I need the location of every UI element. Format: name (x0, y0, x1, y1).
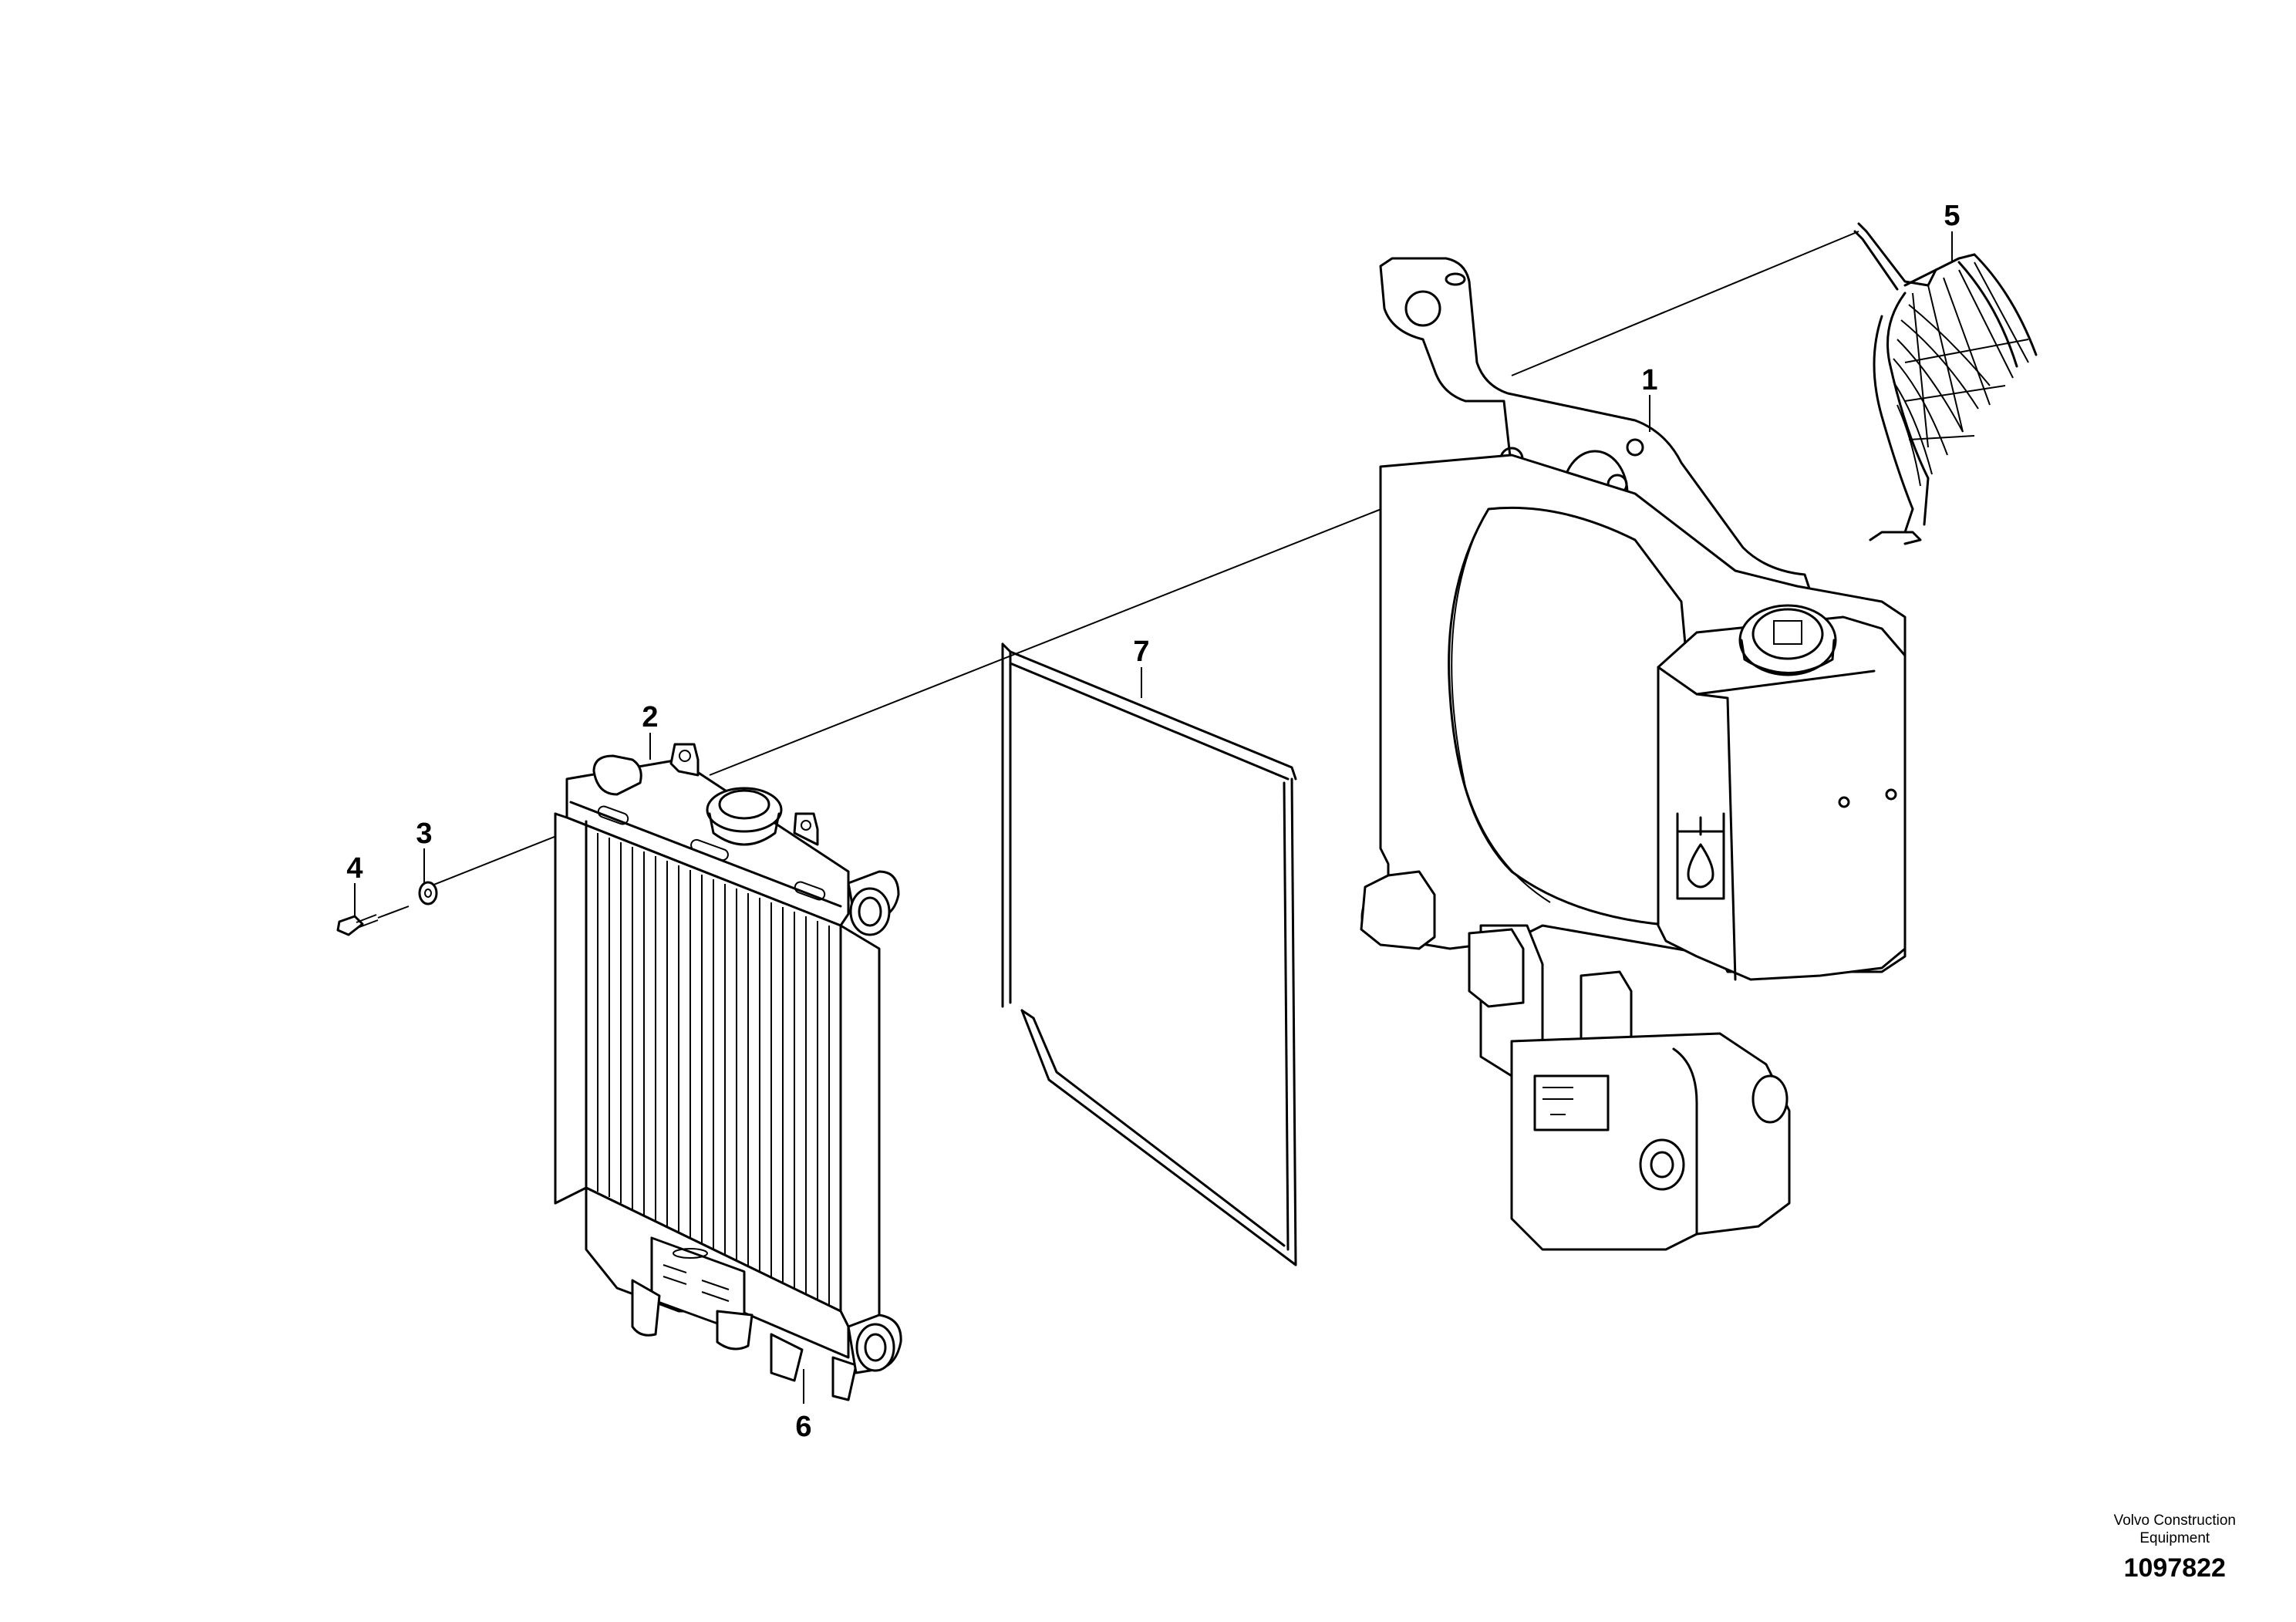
callout-5: 5 (1944, 200, 1960, 232)
part-5-fan-guard (1853, 222, 2038, 545)
callout-4: 4 (346, 852, 362, 885)
part-7-seal-frame (1001, 642, 1297, 1266)
callout-1: 1 (1641, 364, 1657, 396)
callout-6: 6 (795, 1411, 811, 1443)
part-1-shroud-expansion-tank (1360, 257, 1907, 1251)
callout-7: 7 (1133, 636, 1149, 668)
coolant-drop-icon (1676, 812, 1725, 900)
part-4-screw (336, 905, 410, 936)
callout-3: 3 (416, 818, 432, 850)
radiator-fins (597, 833, 830, 1307)
leader-lines (354, 231, 1953, 1404)
drawing-number: 1097822 (2123, 1553, 2226, 1583)
callout-2: 2 (642, 701, 658, 733)
drawing-id-block: Volvo Construction Equipment 1097822 (2114, 1512, 2236, 1583)
brand-line-1: Volvo Construction (2113, 1512, 2236, 1529)
part-3-washer (418, 881, 438, 905)
brand-line-2: Equipment (2139, 1530, 2210, 1546)
part-2-radiator (554, 743, 902, 1401)
callouts: 1 2 3 4 5 6 7 (346, 200, 1960, 1443)
volvo-logo-icon (673, 1248, 708, 1259)
